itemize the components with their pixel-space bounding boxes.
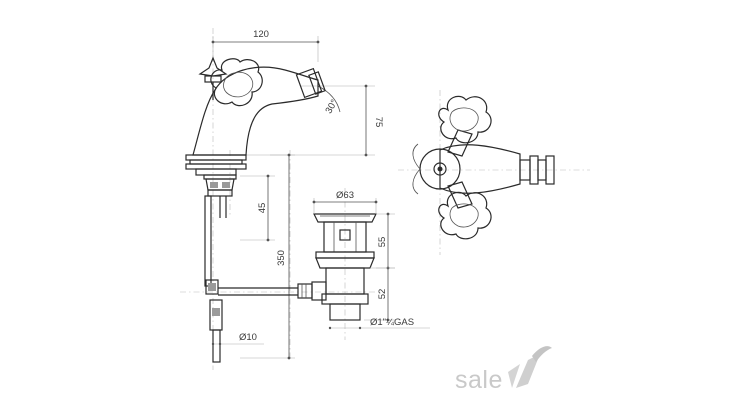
dimension-thread: Ø1"¼GAS (328, 317, 430, 330)
dim-label-75: 75 (373, 117, 384, 128)
flower-handle-top-upper (438, 95, 492, 144)
dim-label-55: 55 (377, 237, 388, 248)
dim-label-waste-diameter: Ø63 (336, 190, 354, 201)
flower-handle-top-lower (438, 191, 492, 240)
brand-logo: sale (455, 346, 552, 394)
dim-label-pipe-diameter: Ø10 (239, 332, 257, 343)
dim-label-52: 52 (377, 289, 388, 300)
dimension-waste-upper: 55 (376, 212, 395, 270)
dimension-waste-diameter: Ø63 (312, 190, 378, 214)
dimension-width-top: 120 (211, 29, 320, 62)
dimension-spout-height: 75 (270, 84, 384, 157)
brand-logo-mark (508, 346, 552, 388)
dim-label-thread: Ø1"¼GAS (370, 317, 414, 328)
dimension-pipe-diameter: Ø10 (211, 332, 264, 346)
brand-logo-text: sale (455, 366, 503, 394)
bidet-mixer-side-view (185, 56, 326, 363)
dimension-lift-rod: 45 (240, 174, 275, 242)
dimension-waste-lower: 52 (364, 267, 395, 322)
dim-label-120: 120 (253, 29, 269, 40)
bidet-mixer-top-view (412, 95, 555, 240)
dim-label-30deg: 30° (323, 98, 340, 116)
flower-handle-side (210, 58, 263, 107)
dim-label-350: 350 (276, 250, 287, 266)
dimension-overall-height: 350 (240, 153, 295, 360)
waste-assembly (297, 213, 377, 321)
dim-label-45: 45 (257, 203, 268, 214)
